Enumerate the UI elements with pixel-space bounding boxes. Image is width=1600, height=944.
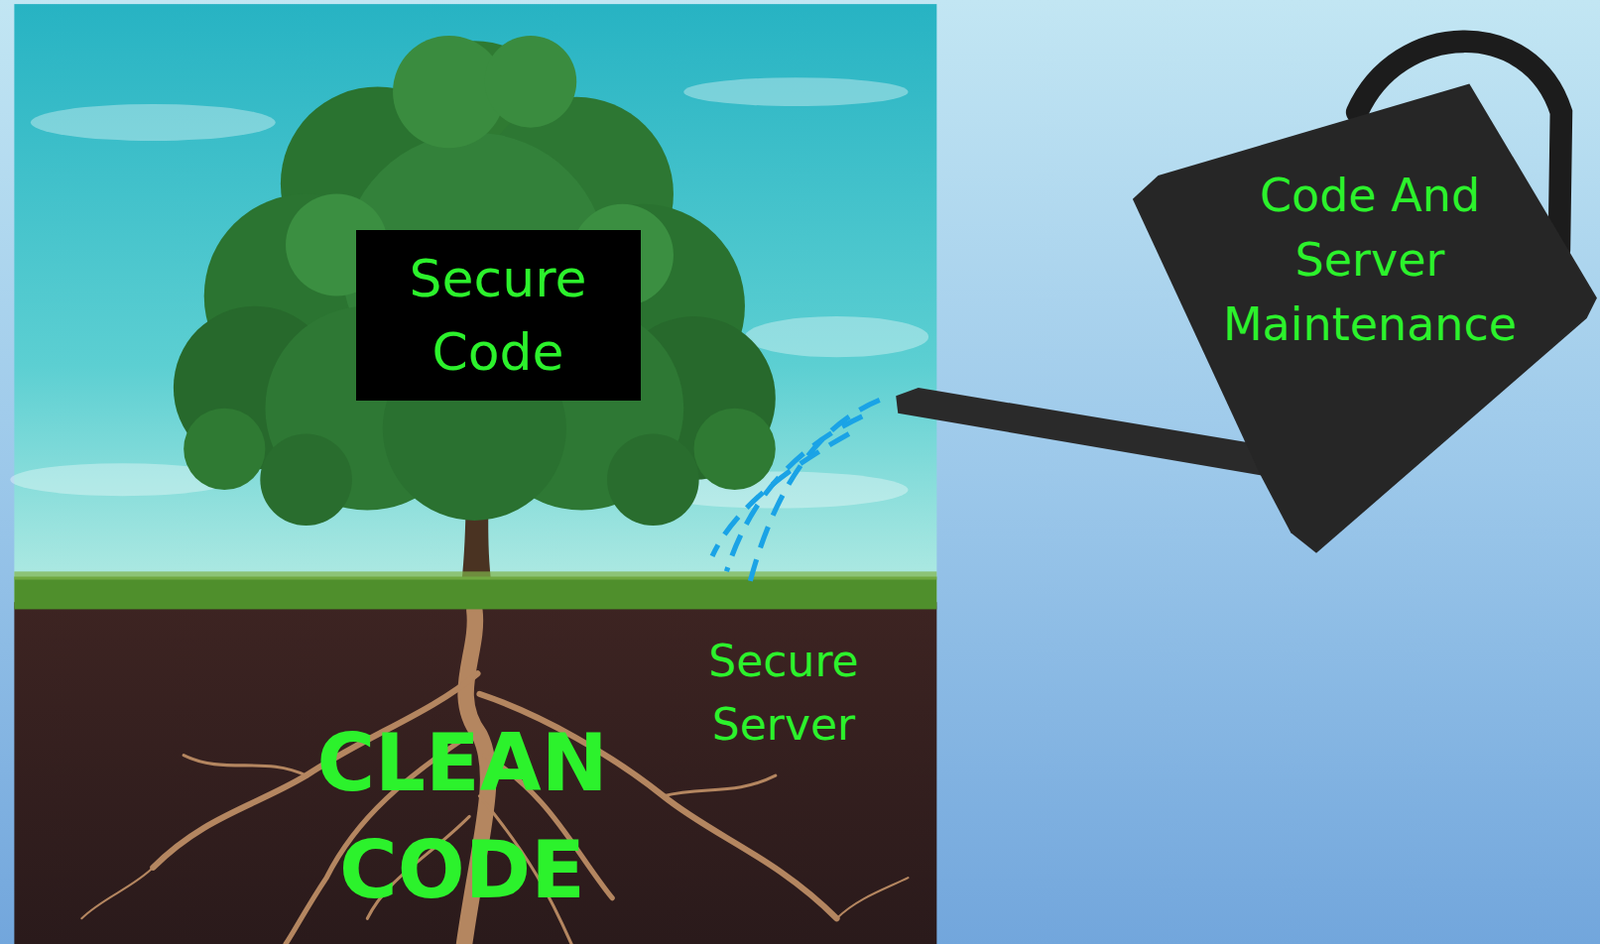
grass-tips <box>13 571 937 580</box>
node-text: Code And Server Maintenance <box>1196 163 1544 358</box>
clean-code-label: CLEAN CODE <box>303 710 621 925</box>
secure-code-box: Secure Code <box>356 230 641 401</box>
water-stream <box>712 399 880 590</box>
secure-server-label: Secure Server <box>679 629 888 757</box>
canopy <box>173 35 776 526</box>
sky <box>13 3 937 607</box>
watering-can <box>895 41 1598 554</box>
roots <box>81 610 908 944</box>
maintenance-text-area: Code And Server Maintenance <box>1184 155 1556 366</box>
soil <box>13 602 937 944</box>
grass <box>13 576 937 610</box>
node-text: Secure Code <box>369 242 627 389</box>
